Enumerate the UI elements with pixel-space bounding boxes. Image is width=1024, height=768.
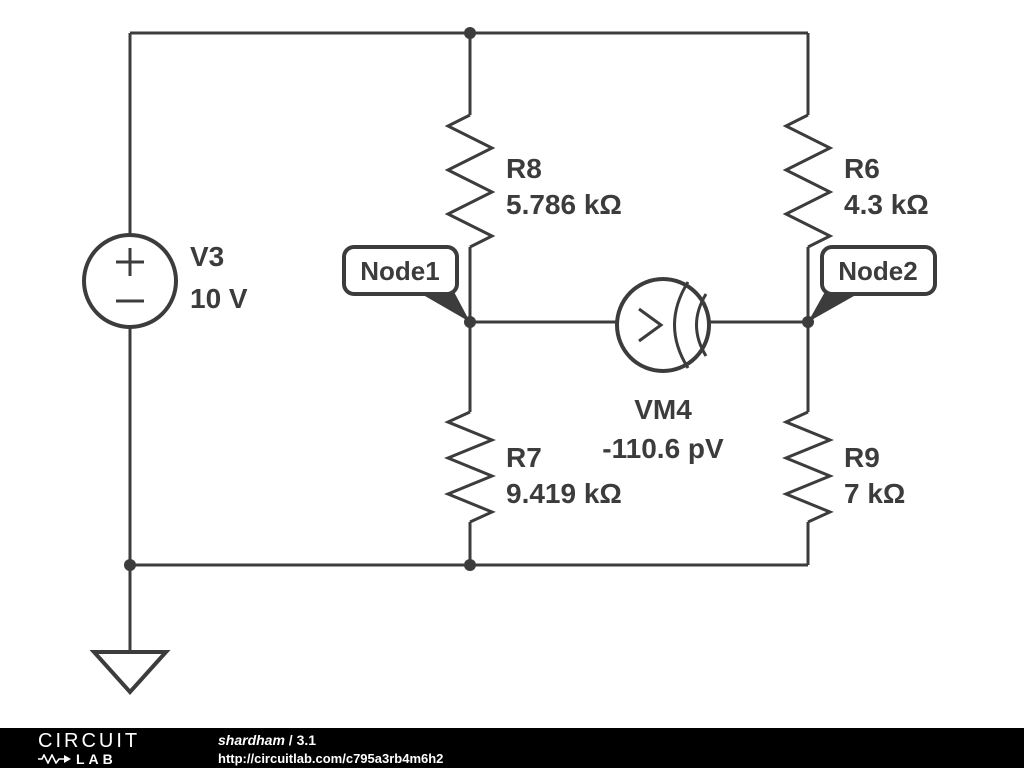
v3-name-label: V3 xyxy=(190,241,224,272)
circuit-url[interactable]: http://circuitlab.com/c795a3rb4m6h2 xyxy=(218,750,444,766)
junction-dot xyxy=(464,559,476,571)
resistor-r9[interactable]: R9 7 kΩ xyxy=(782,410,905,524)
node2-callout-box[interactable] xyxy=(820,245,937,296)
junction-dots xyxy=(124,27,814,571)
voltage-source-body[interactable] xyxy=(82,233,178,329)
vm4-value-label: -110.6 pV xyxy=(602,433,724,464)
resistor-zigzag[interactable] xyxy=(782,410,834,524)
voltmeter-needle-icon xyxy=(638,281,708,369)
resistor-zigzag[interactable] xyxy=(444,113,496,249)
r9-value-label: 7 kΩ xyxy=(844,478,905,509)
node1-callout[interactable]: Node1 xyxy=(342,245,470,322)
plus-icon xyxy=(116,248,144,276)
voltmeter-vm4[interactable]: VM4 -110.6 pV xyxy=(602,277,724,464)
r6-value-label: 4.3 kΩ xyxy=(844,189,929,220)
junction-dot xyxy=(802,316,814,328)
node2-callout-tail xyxy=(808,290,861,322)
r8-name-label: R8 xyxy=(506,153,542,184)
version-number: / 3.1 xyxy=(284,732,317,748)
junction-dot xyxy=(124,559,136,571)
r9-name-label: R9 xyxy=(844,442,880,473)
node1-callout-box[interactable] xyxy=(342,245,459,296)
resistor-zigzag[interactable] xyxy=(782,113,834,249)
resistor-r7[interactable]: R7 9.419 kΩ xyxy=(444,410,622,524)
node1-callout-tail xyxy=(418,290,470,322)
r8-value-label: 5.786 kΩ xyxy=(506,189,622,220)
node2-callout[interactable]: Node2 xyxy=(808,245,937,322)
author-version-line: shardham / 3.1 xyxy=(218,731,443,750)
resistor-zigzag[interactable] xyxy=(444,410,496,524)
resistor-r6[interactable]: R6 4.3 kΩ xyxy=(782,113,929,249)
node1-label: Node1 xyxy=(360,256,439,286)
brand-lab-text: LAB xyxy=(76,750,117,767)
r7-name-label: R7 xyxy=(506,442,542,473)
v3-value-label: 10 V xyxy=(190,283,248,314)
r7-value-label: 9.419 kΩ xyxy=(506,478,622,509)
footer-bar: CIRCUIT LAB shardham / 3.1 http://circui… xyxy=(0,728,1024,768)
junction-dot xyxy=(464,27,476,39)
circuitlab-logo: CIRCUIT LAB xyxy=(38,731,140,766)
voltage-source-v3[interactable]: V3 10 V xyxy=(82,233,248,329)
ground-symbol[interactable] xyxy=(89,650,171,695)
resistor-glyph-icon xyxy=(38,753,71,764)
circuit-schematic: V3 10 V R8 5.786 kΩ R6 4.3 kΩ R7 9.419 k… xyxy=(82,27,937,695)
brand-circuit-text: CIRCUIT xyxy=(38,729,141,752)
credits: shardham / 3.1 http://circuitlab.com/c79… xyxy=(218,731,443,767)
node2-label: Node2 xyxy=(838,256,917,286)
author-name: shardham xyxy=(218,732,285,748)
ground-triangle-icon xyxy=(89,650,171,695)
vm4-name-label: VM4 xyxy=(634,394,692,425)
r6-name-label: R6 xyxy=(844,153,880,184)
resistor-r8[interactable]: R8 5.786 kΩ xyxy=(444,113,622,249)
junction-dot xyxy=(464,316,476,328)
